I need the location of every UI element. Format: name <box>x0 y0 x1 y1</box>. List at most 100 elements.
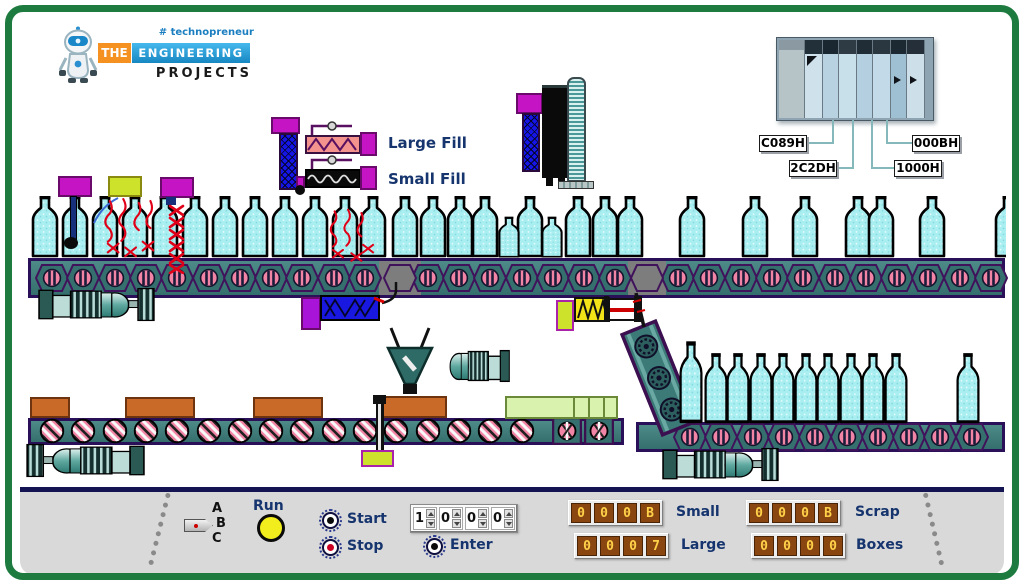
plc-module <box>907 40 925 118</box>
conveyor-roller <box>473 264 508 292</box>
conveyor-roller <box>477 418 503 444</box>
run-lamp <box>257 514 285 542</box>
plc-module-arrow-icon <box>894 76 901 84</box>
counter-digit: 0 <box>800 536 820 556</box>
enter-button[interactable] <box>423 535 446 558</box>
capper-tank <box>522 113 540 172</box>
counter-digit: 7 <box>646 536 666 556</box>
belt-end-segment <box>584 417 614 445</box>
decrement-button[interactable] <box>504 519 513 528</box>
conveyor-roller <box>316 264 351 292</box>
conveyor-roller <box>661 264 695 292</box>
box-divider <box>588 398 590 417</box>
carton-box <box>253 397 323 418</box>
reject-solenoid-end <box>301 297 321 330</box>
output-bottle <box>816 353 840 424</box>
conveyor-roller <box>535 264 570 292</box>
preset-thumbwheel: 1 0 0 0 <box>410 504 518 533</box>
decrement-button[interactable] <box>478 519 487 528</box>
large-bottle <box>867 195 895 258</box>
conveyor-roller <box>598 264 633 292</box>
plc-address-label: 000BH <box>912 135 960 152</box>
conveyor-roller <box>258 418 284 444</box>
small-fill-nozzle <box>360 166 377 190</box>
output-bottle <box>956 353 980 424</box>
plc-module <box>839 40 857 118</box>
piston-rod <box>610 308 634 312</box>
conveyor-roller <box>222 264 257 292</box>
logo-the: THE <box>98 43 131 63</box>
thumbwheel-digit: 0 <box>492 511 503 526</box>
large-bottle <box>791 195 819 258</box>
plc-module-top <box>907 40 924 54</box>
counter-large: 0 0 0 7 <box>574 533 669 559</box>
motor <box>26 443 145 478</box>
start-label: Start <box>347 511 387 527</box>
increment-button[interactable] <box>504 509 513 518</box>
plc-module-top <box>891 40 906 54</box>
filler-probe-tip <box>64 237 78 249</box>
selector-option-b: B <box>216 516 226 531</box>
conveyor-roller <box>880 264 915 292</box>
counter-digit: 0 <box>623 536 643 556</box>
output-bottle <box>704 353 728 424</box>
filler-tank <box>279 133 298 190</box>
enter-label: Enter <box>450 537 493 553</box>
filler-drain-ball <box>295 185 305 195</box>
output-bottle <box>794 353 818 424</box>
conveyor-roller <box>39 418 65 444</box>
conveyor-roller <box>817 264 852 292</box>
reject-spray-icon <box>329 208 375 262</box>
conveyor-roller <box>348 264 382 292</box>
increment-button[interactable] <box>452 509 461 518</box>
conveyor-roller <box>133 418 159 444</box>
counter-digit: 0 <box>749 503 769 523</box>
motor <box>38 287 155 322</box>
counter-digit: 0 <box>571 503 591 523</box>
conveyor-roller <box>191 264 226 292</box>
large-bottle <box>741 195 769 258</box>
stop-button[interactable] <box>319 536 342 559</box>
logo-engineering: ENGINEERING <box>132 43 250 63</box>
counter-boxes-label: Boxes <box>856 537 904 553</box>
mode-selector-switch[interactable] <box>184 519 213 532</box>
conveyor-roller <box>786 264 821 292</box>
counter-digit: 0 <box>577 536 597 556</box>
empty-roller-slot <box>630 264 664 292</box>
filler-head <box>108 176 142 197</box>
start-button[interactable] <box>319 509 342 532</box>
bottle-clipped <box>993 195 1006 258</box>
conveyor-roller <box>196 418 221 444</box>
decrement-button[interactable] <box>452 519 461 528</box>
conveyor-roller <box>923 423 958 451</box>
output-bottle <box>861 353 885 424</box>
fill-pipes <box>310 121 352 171</box>
motor <box>662 447 779 482</box>
plc-module-top <box>779 40 804 50</box>
run-label: Run <box>253 498 284 514</box>
thumbwheel-digit: 0 <box>466 511 477 526</box>
conveyor-roller <box>567 264 602 292</box>
plc-module <box>823 40 839 118</box>
large-bottle <box>391 195 419 258</box>
conveyor-roller <box>704 423 739 451</box>
selector-option-c: C <box>212 531 222 546</box>
conveyor-roller <box>285 264 320 292</box>
plc-address-label: C089H <box>759 135 807 152</box>
conveyor-roller <box>848 264 883 292</box>
large-bottle <box>918 195 946 258</box>
belt-end-segment <box>552 417 582 445</box>
plc-module-top <box>805 40 822 54</box>
conveyor-roller <box>504 264 539 292</box>
motor <box>449 349 510 383</box>
increment-button[interactable] <box>426 509 435 518</box>
gear-icon <box>634 334 684 422</box>
decrement-button[interactable] <box>426 519 435 528</box>
selector-option-a: A <box>212 501 223 516</box>
increment-button[interactable] <box>478 509 487 518</box>
fill-spray-icon <box>104 198 155 258</box>
large-fill-label: Large Fill <box>388 134 467 152</box>
thumbwheel-digit: 1 <box>414 511 425 526</box>
conveyor-roller <box>798 423 833 451</box>
counter-digit: 0 <box>823 536 843 556</box>
